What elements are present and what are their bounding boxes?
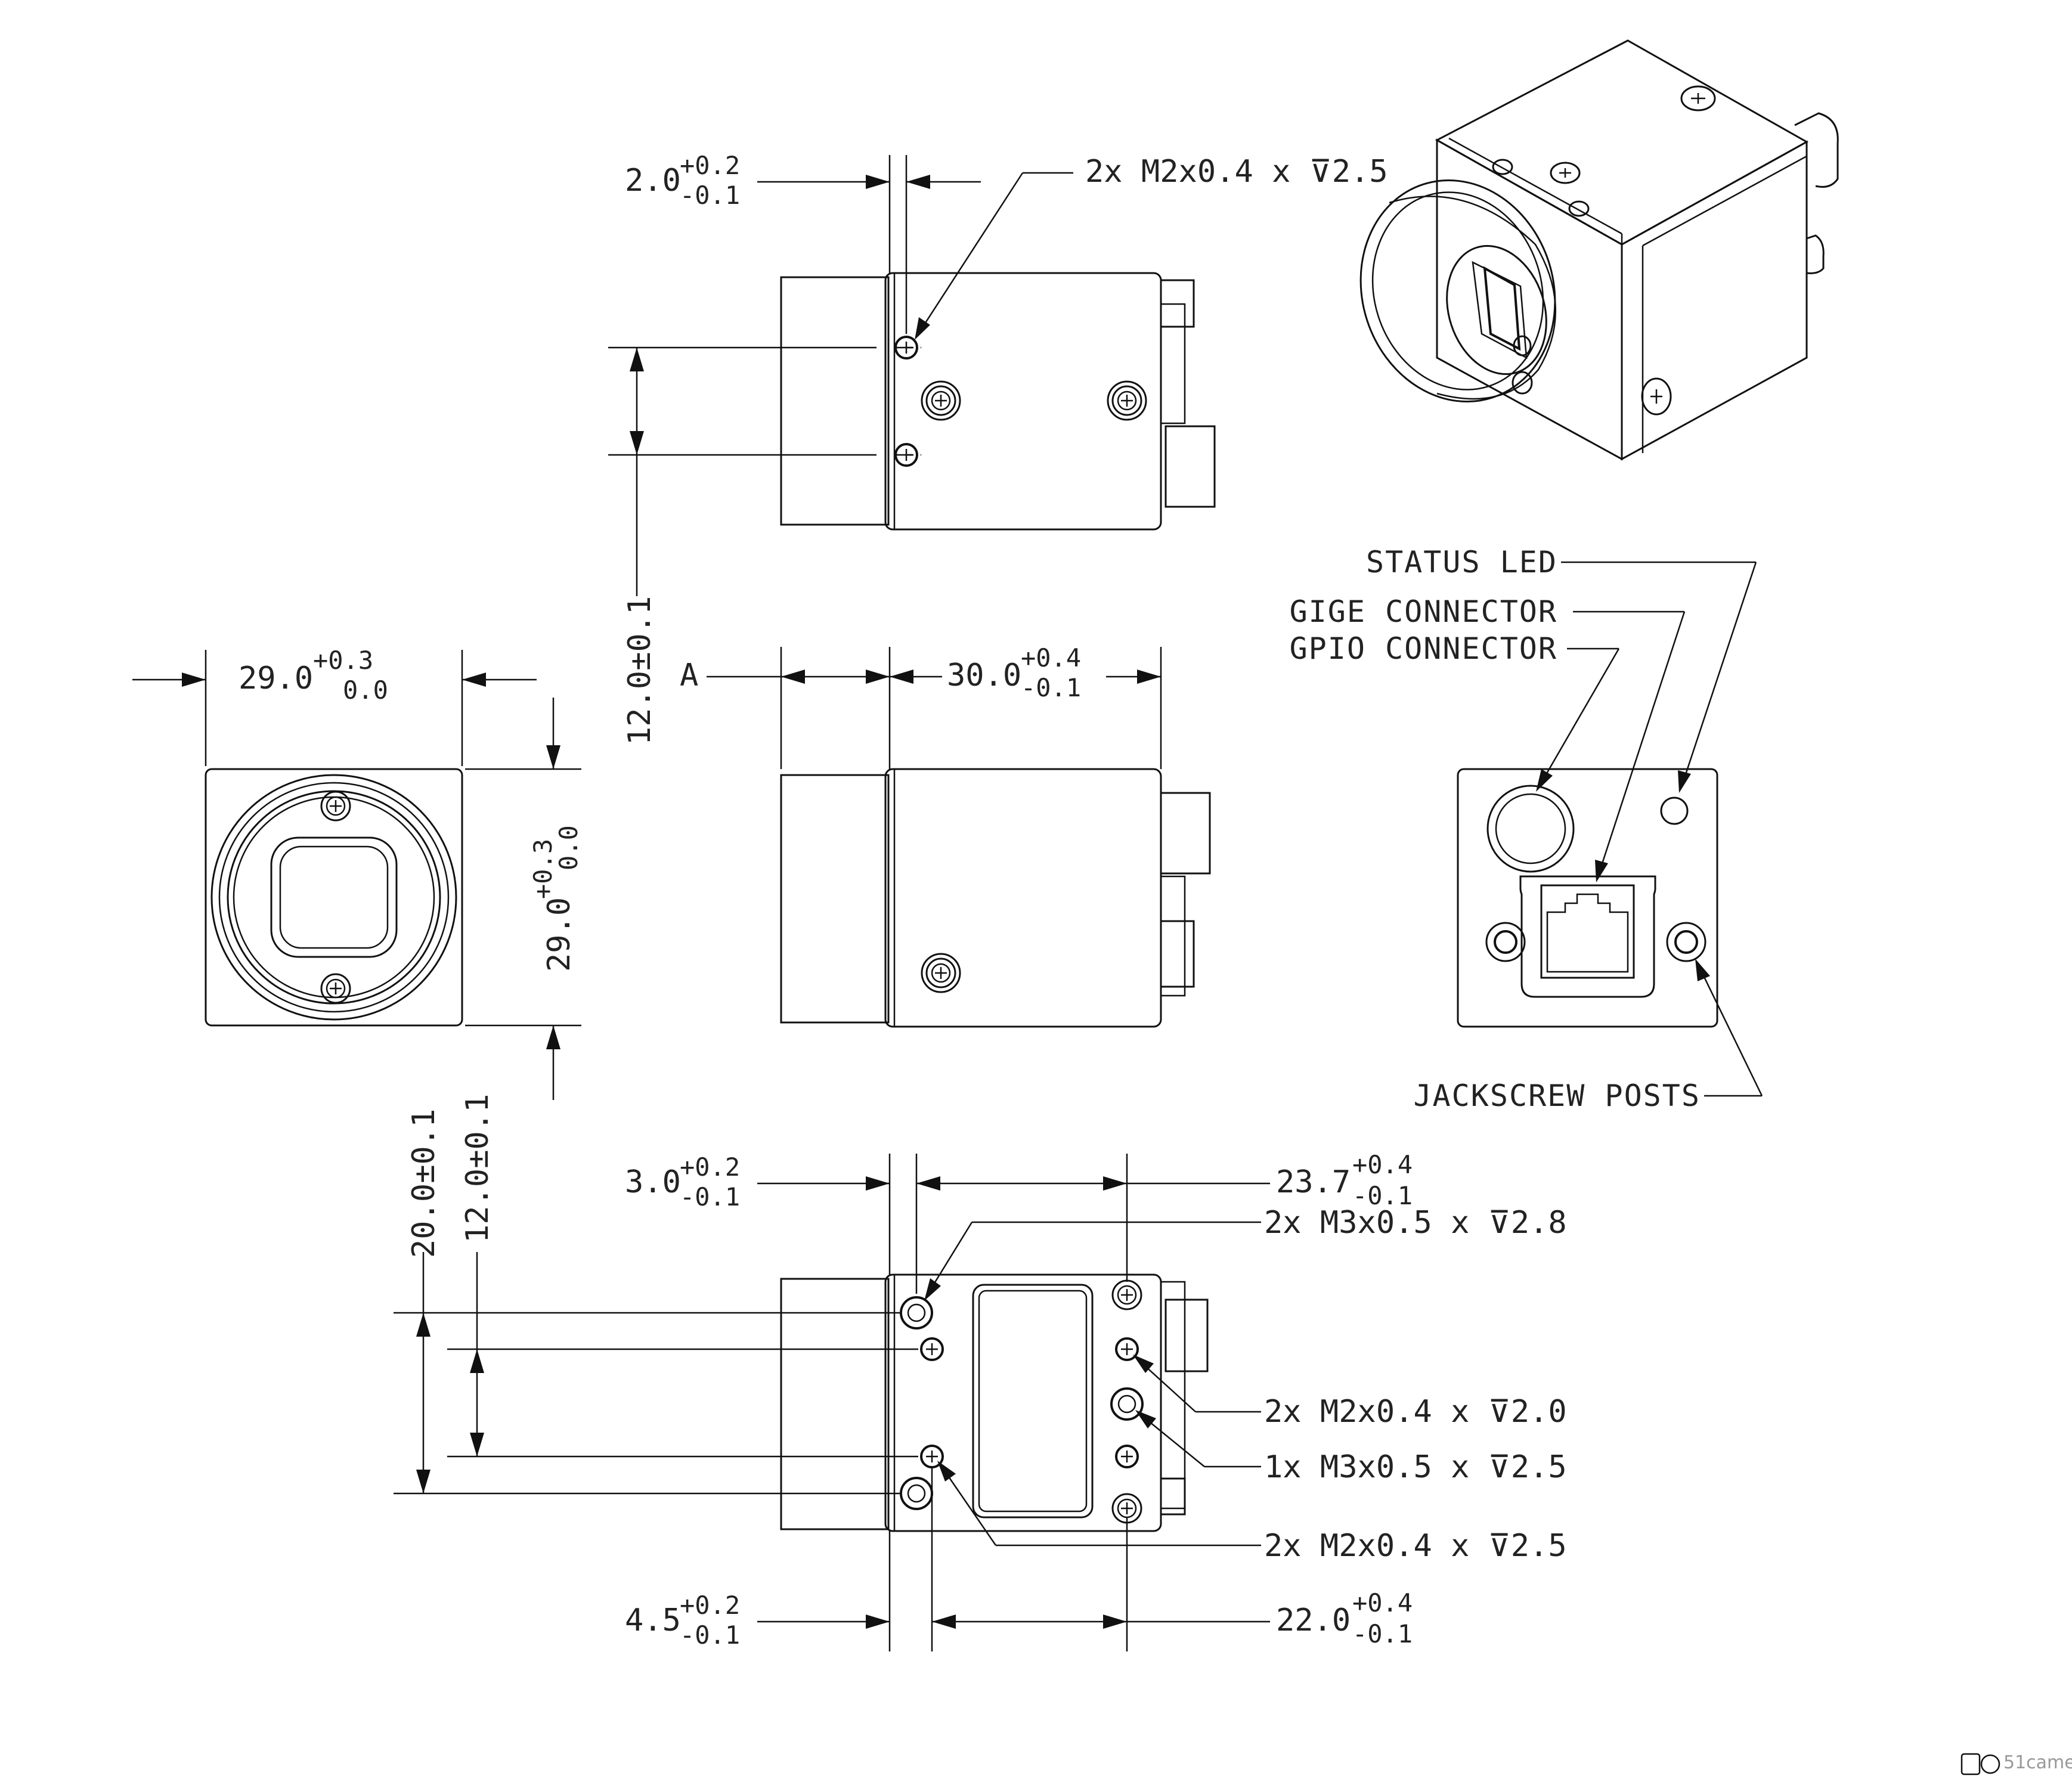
callout-m3-2-8: 2x M3x0.5 x ⊽2.8 [1264, 1205, 1567, 1241]
callout-m3-2-5: 1x M3x0.5 x ⊽2.5 [1264, 1449, 1567, 1485]
datum-a: A [680, 658, 698, 693]
bottom-23-7-base: 23.7 [1276, 1164, 1351, 1200]
bottom-3-0-plus: +0.2 [680, 1152, 740, 1182]
label-jackscrew-posts: JACKSCREW POSTS [1413, 1079, 1701, 1113]
bottom-4-5-plus: +0.2 [680, 1591, 740, 1620]
gige-connector-shape [1540, 884, 1635, 979]
front-width-base: 29.0 [239, 661, 313, 696]
bottom-view [394, 1154, 1270, 1651]
side-view [707, 647, 1211, 1028]
top-view [608, 155, 1216, 596]
front-view [132, 650, 581, 1100]
top-view-lens-mount [780, 276, 890, 526]
bottom-3-0-base: 3.0 [625, 1164, 681, 1200]
iso-top-face [1435, 39, 1809, 246]
iso-front-face [1436, 138, 1623, 461]
callout-m2-2-5: 2x M2x0.4 x ⊽2.5 [1264, 1528, 1567, 1564]
dim-2-0-plus: +0.2 [680, 151, 740, 180]
bottom-hole-m2-left-upper [920, 1337, 944, 1361]
front-width-plus: +0.3 [313, 646, 373, 675]
callout-top-m2-2-5: 2x M2x0.4 x ⊽2.5 [1085, 154, 1388, 190]
side-view-body [884, 768, 1162, 1028]
front-height-plus: +0.3 [528, 839, 558, 899]
dim-2-0-base: 2.0 [625, 163, 681, 199]
bottom-4-5-base: 4.5 [625, 1603, 681, 1638]
gpio-connector-shape [1486, 785, 1575, 873]
front-height-base: 29.0 [541, 897, 577, 972]
bottom-hole-m3-lower [900, 1477, 933, 1510]
bottom-3-0-minus: -0.1 [680, 1182, 740, 1211]
dim-20-0: 20.0±0.1 [406, 1109, 442, 1258]
front-view-sensor-window [270, 836, 398, 958]
jackscrew-post-left [1485, 922, 1526, 962]
iso-lens-mount-outer [1359, 179, 1556, 403]
front-width-minus: 0.0 [343, 675, 388, 705]
rear-view-body [1457, 768, 1718, 1028]
callout-m2-2-0: 2x M2x0.4 x ⊽2.0 [1264, 1394, 1567, 1430]
bottom-view-label-window [972, 1284, 1094, 1519]
dim-2-0-minus: -0.1 [680, 181, 740, 210]
bottom-22-0-plus: +0.4 [1352, 1588, 1413, 1617]
front-view-body [205, 768, 463, 1027]
watermark-logo: 51camera [1960, 1752, 2072, 1775]
bottom-view-body [884, 1273, 1162, 1532]
bottom-4-5-minus: -0.1 [680, 1620, 740, 1650]
side-30-base: 30.0 [947, 658, 1021, 693]
label-gpio-connector: GPIO CONNECTOR [1290, 631, 1557, 666]
dim-12-0-bottom: 12.0±0.1 [460, 1094, 495, 1243]
bottom-22-0-base: 22.0 [1276, 1603, 1351, 1638]
isometric-view [1359, 39, 1839, 461]
side-30-plus: +0.4 [1021, 643, 1081, 673]
dim-12-0-top: 12.0±0.1 [622, 596, 658, 745]
bottom-23-7-plus: +0.4 [1352, 1150, 1413, 1179]
label-gige-connector: GIGE CONNECTOR [1290, 594, 1557, 629]
bottom-screw-top-right [1111, 1279, 1142, 1310]
bottom-hole-m3-upper [900, 1296, 933, 1330]
bottom-23-7-minus: -0.1 [1352, 1181, 1413, 1210]
bottom-hole-m2-right-lower [1115, 1445, 1139, 1468]
watermark-text: 51camera [2003, 1752, 2072, 1773]
front-height-minus: 0.0 [554, 825, 583, 870]
front-screw-bottom [320, 973, 351, 1004]
bottom-22-0-minus: -0.1 [1352, 1619, 1413, 1648]
bottom-hole-m3-center [1110, 1387, 1144, 1421]
front-screw-top [320, 791, 351, 822]
rear-view [1457, 561, 1763, 1097]
side-30-minus: -0.1 [1021, 673, 1081, 702]
jackscrew-post-right [1666, 922, 1706, 962]
label-status-led: STATUS LED [1366, 545, 1557, 579]
status-led-shape [1660, 797, 1689, 825]
